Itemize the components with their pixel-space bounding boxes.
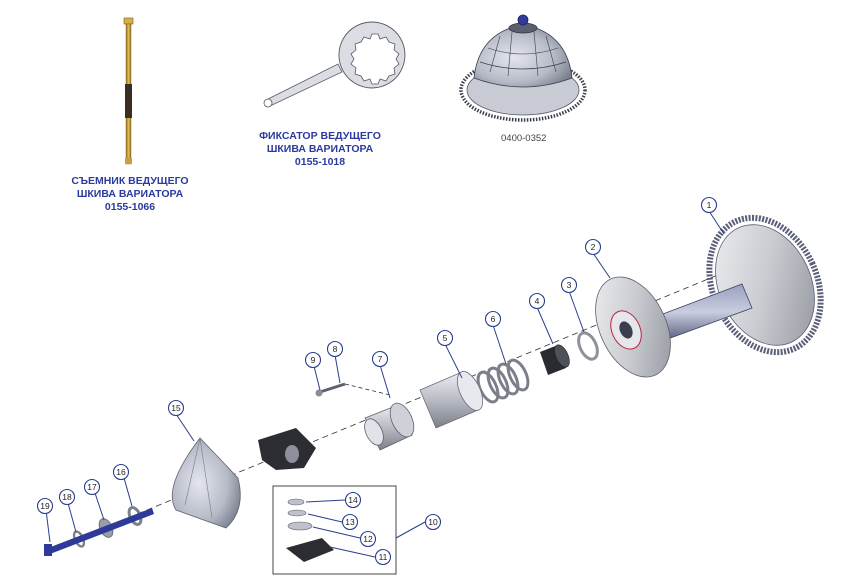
part-8-pin-axis — [344, 383, 391, 396]
part-10-weight-block — [258, 428, 316, 470]
part-5-cover-cylinder — [419, 371, 484, 429]
svg-text:7: 7 — [378, 354, 383, 364]
holder-caption-line2: ШКИВА ВАРИАТОРА — [266, 143, 374, 155]
callout-2: 2 — [584, 238, 602, 256]
holder-caption: ФИКСАТОР ВЕДУЩЕГО ШКИВА ВАРИАТОРА 0155-1… — [250, 130, 390, 169]
svg-text:4: 4 — [535, 296, 540, 306]
callout-11: 11 — [374, 548, 392, 566]
svg-text:1: 1 — [707, 200, 712, 210]
svg-text:9: 9 — [311, 355, 316, 365]
part-19-bolt — [44, 508, 154, 556]
callout-9: 9 — [304, 351, 322, 369]
svg-text:19: 19 — [40, 501, 50, 511]
callout-17: 17 — [83, 478, 101, 496]
callout-7: 7 — [371, 350, 389, 368]
part-1-fixed-sheave — [652, 214, 824, 356]
svg-text:2: 2 — [591, 242, 596, 252]
svg-text:18: 18 — [62, 492, 72, 502]
svg-text:10: 10 — [428, 517, 438, 527]
puller-caption-line1: СЪЕМНИК ВЕДУЩЕГО — [71, 175, 189, 187]
part-6-spring — [476, 358, 530, 404]
callout-4: 4 — [528, 292, 546, 310]
callout-16: 16 — [112, 463, 130, 481]
holder-caption-line1: ФИКСАТОР ВЕДУЩЕГО — [259, 130, 381, 142]
part-2-sheave-plate — [595, 276, 671, 378]
puller-code: 0155-1066 — [104, 201, 156, 213]
callout-19: 19 — [36, 497, 54, 515]
callout-10: 10 — [424, 513, 442, 531]
svg-text:8: 8 — [333, 344, 338, 354]
svg-text:13: 13 — [345, 517, 355, 527]
part-3-washer — [577, 331, 599, 361]
callout-8: 8 — [326, 340, 344, 358]
inset-parts — [286, 498, 334, 562]
leader-lines — [45, 210, 725, 558]
svg-text:5: 5 — [443, 333, 448, 343]
holder-tool-image — [263, 21, 406, 108]
assembly-code: 0400-0352 — [501, 133, 547, 144]
holder-code: 0155-1018 — [294, 156, 346, 168]
callout-3: 3 — [560, 276, 578, 294]
puller-caption-line2: ШКИВА ВАРИАТОРА — [76, 188, 184, 200]
part-9-bolt — [315, 382, 346, 397]
puller-caption: СЪЕМНИК ВЕДУЩЕГО ШКИВА ВАРИАТОРА 0155-10… — [60, 175, 200, 214]
svg-text:16: 16 — [116, 467, 126, 477]
part-7-spider — [364, 402, 415, 451]
callout-12: 12 — [359, 530, 377, 548]
svg-text:14: 14 — [348, 495, 358, 505]
part-4-bushing — [540, 344, 570, 375]
inset-frame — [272, 485, 397, 575]
callout-15: 15 — [167, 399, 185, 417]
callout-18: 18 — [58, 488, 76, 506]
svg-text:12: 12 — [363, 534, 373, 544]
svg-text:17: 17 — [87, 482, 97, 492]
puller-tool-image — [123, 17, 134, 165]
svg-text:11: 11 — [379, 552, 388, 562]
callout-5: 5 — [436, 329, 454, 347]
callout-13: 13 — [341, 513, 359, 531]
svg-text:15: 15 — [171, 403, 181, 413]
svg-text:3: 3 — [567, 280, 572, 290]
part-15-cone-cover — [171, 437, 241, 529]
clutch-assembly-image — [459, 14, 587, 122]
callout-1: 1 — [700, 196, 718, 214]
callout-6: 6 — [484, 310, 502, 328]
svg-text:6: 6 — [491, 314, 496, 324]
callout-14: 14 — [344, 491, 362, 509]
